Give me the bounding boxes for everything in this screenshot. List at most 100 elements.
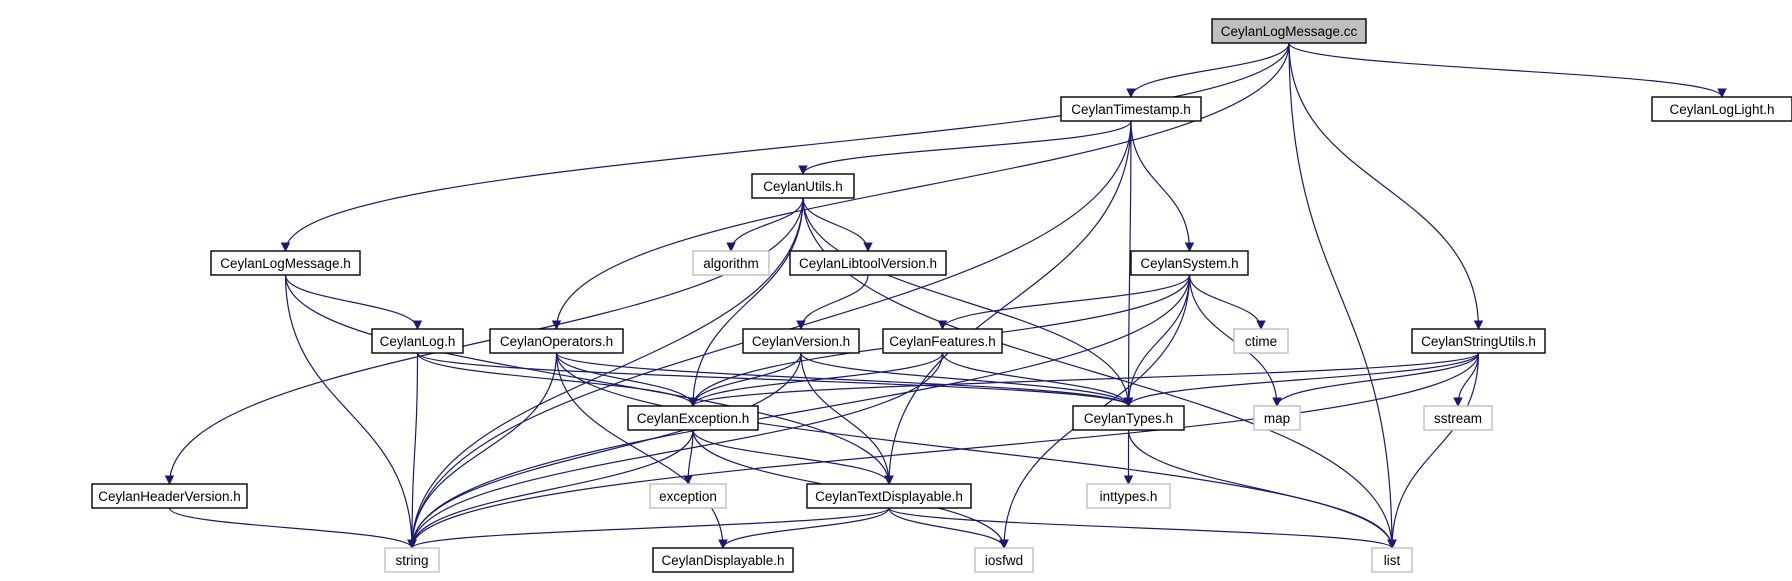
node-label: algorithm [703,256,759,271]
node-box [1233,328,1289,354]
edge-stringutils-to-map [1272,352,1480,407]
node-main[interactable]: CeylanLogMessage.cc [1211,18,1367,44]
node-loglight[interactable]: CeylanLogLight.h [1651,96,1792,122]
edge-stringutils-to-list [1387,352,1480,549]
node-label: CeylanLogMessage.cc [1221,24,1358,39]
node-label: string [395,553,428,568]
edge-exception-to-exceptionstd [683,429,694,485]
node-box [1371,547,1413,573]
edge-log-to-string [407,352,419,549]
edge-system-to-ctime [1188,274,1266,330]
node-label: CeylanFeatures.h [889,334,996,349]
edge-main-to-loglight [1288,42,1727,98]
edge-stringutils-to-types [1123,352,1480,407]
node-box [789,250,947,276]
edge-features-to-exception [688,352,944,407]
node-box [1060,96,1202,122]
node-box [627,405,759,431]
edge-system-to-map [1188,274,1282,407]
edge-version-to-textdisplayable [800,352,894,485]
node-log[interactable]: CeylanLog.h [371,328,464,354]
edge-utils-to-types [802,197,1134,407]
node-algorithm: algorithm [692,250,770,276]
node-timestamp[interactable]: CeylanTimestamp.h [1060,96,1202,122]
node-box [1130,250,1249,276]
edge-main-to-operators [551,42,1290,330]
node-operators[interactable]: CeylanOperators.h [489,328,624,354]
node-box [1253,405,1301,431]
edge-features-to-string [407,352,944,549]
node-system[interactable]: CeylanSystem.h [1130,250,1249,276]
node-label: CeylanTypes.h [1084,411,1173,426]
node-label: CeylanUtils.h [763,179,843,194]
node-ctime: ctime [1233,328,1289,354]
edge-utils-to-algorithm [726,197,804,252]
node-sstream: sstream [1423,405,1493,431]
node-label: CeylanStringUtils.h [1421,334,1536,349]
node-box [1411,328,1546,354]
node-box [371,328,464,354]
node-string: string [384,547,440,573]
edge-stringutils-to-exception [688,352,1480,407]
node-map: map [1253,405,1301,431]
edge-system-to-types [1123,274,1191,407]
node-label: CeylanSystem.h [1140,256,1238,271]
edge-logmessage-to-string [284,274,417,549]
edge-version-to-string [407,352,802,549]
node-label: CeylanOperators.h [500,334,613,349]
edge-operators-to-string [407,352,558,549]
node-displayable[interactable]: CeylanDisplayable.h [652,547,794,573]
node-box [1651,96,1792,122]
edge-main-to-list [1288,42,1397,549]
edge-features-to-types [941,352,1134,407]
node-version[interactable]: CeylanVersion.h [742,328,860,354]
edge-timestamp-to-utils [798,120,1132,175]
edge-main-to-stringutils [1288,42,1484,330]
node-label: CeylanLogLight.h [1669,102,1774,117]
node-box [652,547,794,573]
node-box [489,328,624,354]
node-box [751,173,855,199]
node-headerversion[interactable]: CeylanHeaderVersion.h [91,483,248,509]
node-textdisplayable[interactable]: CeylanTextDisplayable.h [806,483,972,509]
edge-logmessage-to-textdisplayable [284,274,894,485]
node-label: CeylanException.h [637,411,750,426]
node-label: inttypes.h [1100,489,1158,504]
node-utils[interactable]: CeylanUtils.h [751,173,855,199]
node-exception[interactable]: CeylanException.h [627,405,759,431]
node-stringutils[interactable]: CeylanStringUtils.h [1411,328,1546,354]
node-label: list [1384,553,1401,568]
edge-system-to-string [407,274,1191,549]
node-list: list [1371,547,1413,573]
node-box [1211,18,1367,44]
edge-textdisplayable-to-iosfwd [888,507,1009,549]
edge-textdisplayable-to-displayable [718,507,890,549]
edge-operators-to-displayable [555,352,728,549]
node-label: CeylanLogMessage.h [220,256,351,271]
node-features[interactable]: CeylanFeatures.h [882,328,1003,354]
node-label: CeylanTimestamp.h [1071,102,1191,117]
node-label: CeylanVersion.h [752,334,850,349]
node-label: CeylanDisplayable.h [661,553,784,568]
node-box [1423,405,1493,431]
node-box [742,328,860,354]
edge-timestamp-to-types [1123,120,1134,407]
node-box [1072,405,1185,431]
node-box [649,483,727,509]
edge-exception-to-textdisplayable [692,429,894,485]
node-types[interactable]: CeylanTypes.h [1072,405,1185,431]
node-box [91,483,248,509]
node-box [1086,483,1171,509]
node-label: CeylanHeaderVersion.h [98,489,241,504]
edge-operators-to-exception [555,352,698,407]
node-label: exception [659,489,717,504]
edge-log-to-exception [416,352,698,407]
node-label: CeylanLog.h [380,334,456,349]
node-box [806,483,972,509]
node-libtool[interactable]: CeylanLibtoolVersion.h [789,250,947,276]
edge-operators-to-types [555,352,1134,407]
node-logmessage[interactable]: CeylanLogMessage.h [210,250,361,276]
edge-log-to-types [416,352,1134,407]
